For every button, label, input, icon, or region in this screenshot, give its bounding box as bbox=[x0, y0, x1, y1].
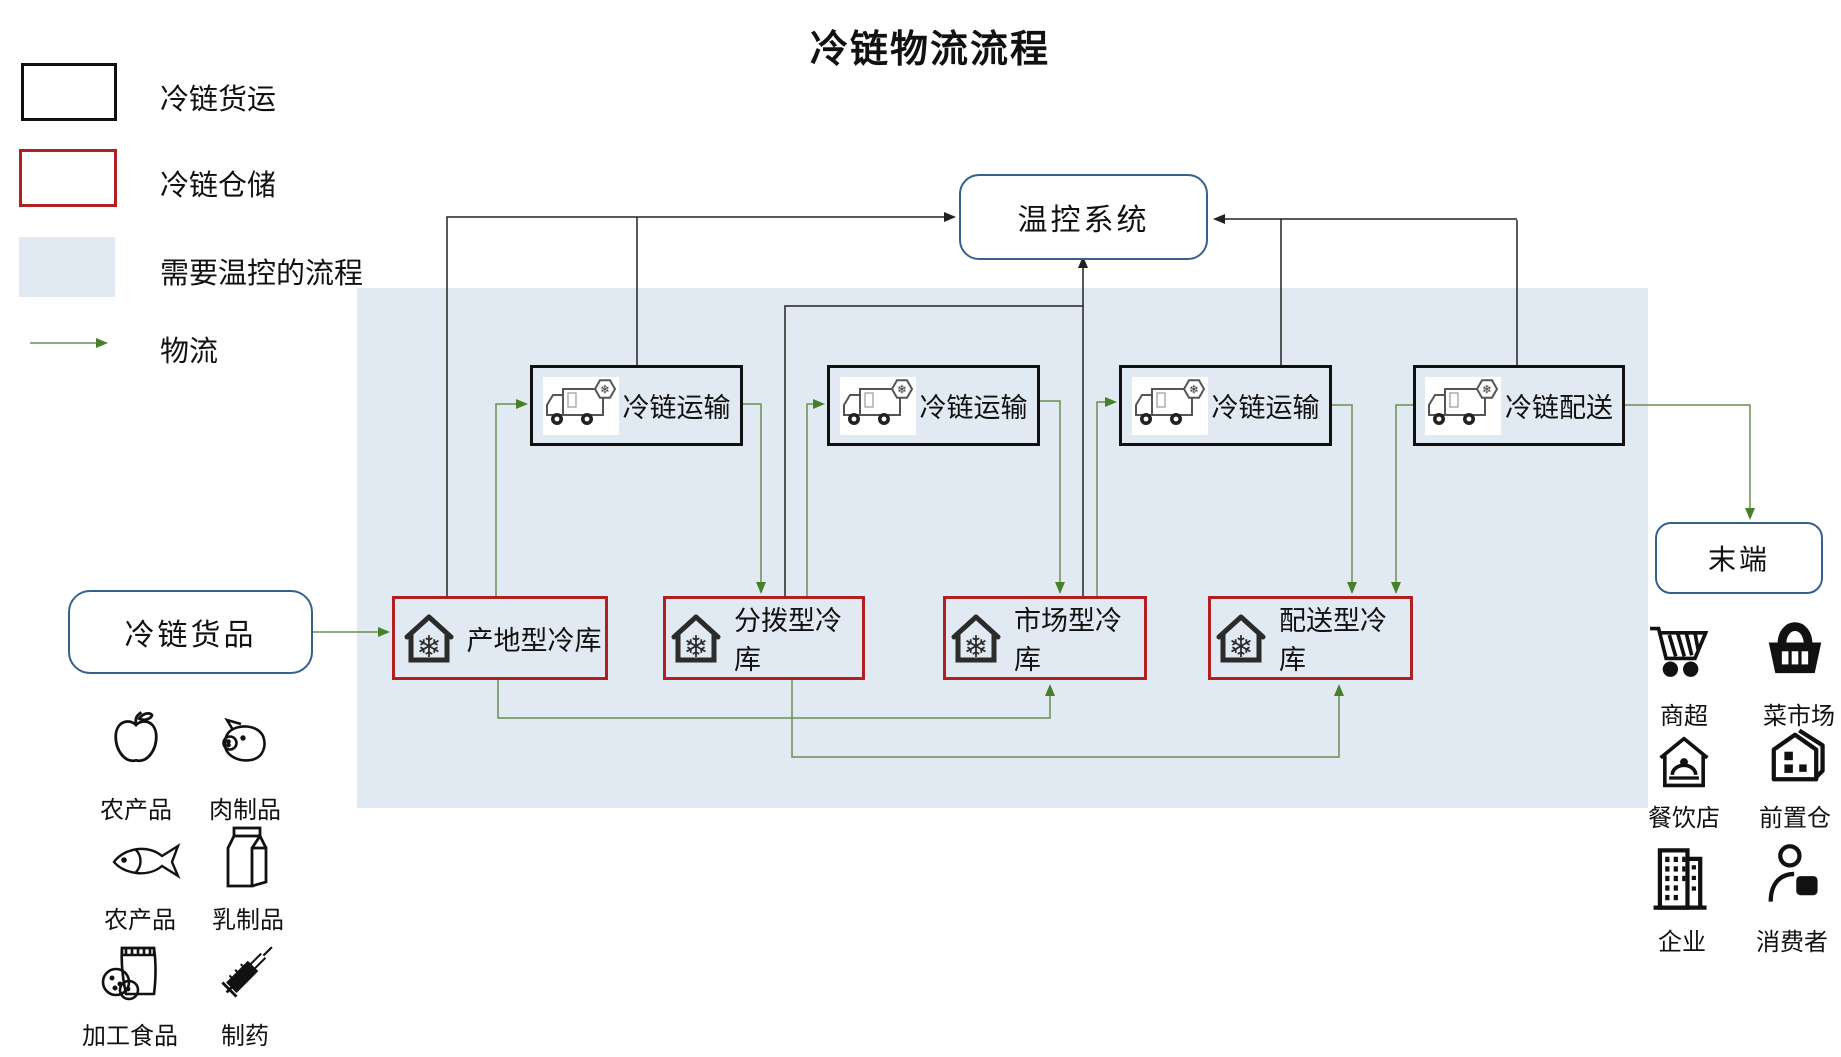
storage-distribution-label: 分拨型冷库 bbox=[734, 606, 842, 675]
terminal-node[interactable]: 末端 bbox=[1655, 522, 1823, 594]
apple-icon bbox=[104, 708, 168, 772]
terminal-item-label: 菜市场 bbox=[1763, 703, 1835, 730]
legend-freight-label: 冷链货运 bbox=[160, 84, 277, 116]
refrigerated-truck-icon: ❄ bbox=[542, 376, 619, 435]
snack-icon bbox=[96, 938, 164, 1006]
delivery-label: 冷链配送 bbox=[1505, 393, 1613, 423]
terminal-label: 末端 bbox=[1707, 544, 1770, 575]
refrigerated-truck-icon: ❄ bbox=[839, 376, 916, 435]
temp-control-system-label: 温控系统 bbox=[1017, 204, 1150, 237]
temp-control-system-node[interactable]: 温控系统 bbox=[959, 174, 1208, 260]
cold-chain-goods-node[interactable]: 冷链货品 bbox=[68, 590, 313, 674]
storage-distribution-node[interactable]: ❄ 分拨型冷库 bbox=[663, 596, 865, 680]
delivery-node[interactable]: ❄ 冷链配送 bbox=[1413, 365, 1625, 446]
svg-text:❄: ❄ bbox=[1228, 631, 1253, 664]
terminal-item-label: 前置仓 bbox=[1759, 805, 1831, 832]
storage-delivery-node[interactable]: ❄ 配送型冷库 bbox=[1208, 596, 1413, 680]
svg-text:❄: ❄ bbox=[683, 631, 708, 664]
refrigerated-truck-icon: ❄ bbox=[1131, 376, 1208, 435]
legend-freight-swatch bbox=[21, 63, 117, 121]
restaurant-icon bbox=[1652, 728, 1716, 794]
svg-text:❄: ❄ bbox=[963, 631, 988, 664]
cart-icon bbox=[1645, 620, 1715, 682]
transport-1-label: 冷链运输 bbox=[622, 393, 731, 423]
transport-3-node[interactable]: ❄ 冷链运输 bbox=[1119, 365, 1332, 446]
storage-market-node[interactable]: ❄ 市场型冷库 bbox=[943, 596, 1147, 680]
product-label: 制药 bbox=[221, 1023, 269, 1050]
transport-1-node[interactable]: ❄ 冷链运输 bbox=[530, 365, 743, 446]
basket-icon bbox=[1760, 614, 1830, 682]
forward-warehouse-icon bbox=[1761, 722, 1829, 792]
storage-delivery-label: 配送型冷库 bbox=[1279, 606, 1387, 675]
terminal-item-label: 企业 bbox=[1658, 929, 1706, 956]
milk-icon bbox=[218, 824, 276, 892]
cold-warehouse-icon: ❄ bbox=[1211, 608, 1271, 668]
refrigerated-truck-icon: ❄ bbox=[1425, 376, 1501, 435]
fish-icon bbox=[106, 832, 186, 888]
product-label: 乳制品 bbox=[212, 907, 284, 934]
svg-text:❄: ❄ bbox=[1482, 382, 1492, 396]
transport-2-node[interactable]: ❄ 冷链运输 bbox=[827, 365, 1040, 446]
legend-storage-swatch bbox=[19, 149, 117, 207]
cold-warehouse-icon: ❄ bbox=[399, 608, 459, 668]
product-label: 农产品 bbox=[100, 797, 172, 824]
legend-temp-zone-label: 需要温控的流程 bbox=[160, 258, 364, 290]
syringe-icon bbox=[213, 938, 277, 1002]
product-label: 加工食品 bbox=[82, 1023, 178, 1050]
legend-storage-label: 冷链仓储 bbox=[160, 170, 277, 202]
product-label: 肉制品 bbox=[209, 797, 281, 824]
cold-chain-goods-label: 冷链货品 bbox=[124, 619, 257, 652]
transport-2-label: 冷链运输 bbox=[919, 393, 1028, 423]
page-title: 冷链物流流程 bbox=[809, 29, 1050, 71]
transport-3-label: 冷链运输 bbox=[1211, 393, 1320, 423]
terminal-item-label: 消费者 bbox=[1756, 929, 1828, 956]
svg-text:❄: ❄ bbox=[416, 631, 441, 664]
terminal-item-label: 餐饮店 bbox=[1648, 805, 1720, 832]
cold-warehouse-icon: ❄ bbox=[666, 608, 726, 668]
svg-text:❄: ❄ bbox=[896, 382, 906, 396]
pig-icon bbox=[213, 710, 273, 774]
storage-market-label: 市场型冷库 bbox=[1014, 606, 1122, 675]
consumer-icon bbox=[1760, 842, 1824, 908]
storage-origin-label: 产地型冷库 bbox=[466, 625, 602, 656]
svg-text:❄: ❄ bbox=[599, 382, 609, 396]
monitoring-lines bbox=[446, 212, 1518, 596]
svg-text:❄: ❄ bbox=[1188, 382, 1198, 396]
storage-origin-node[interactable]: ❄ 产地型冷库 bbox=[392, 596, 608, 680]
legend-logistics-label: 物流 bbox=[160, 336, 219, 368]
cold-warehouse-icon: ❄ bbox=[946, 608, 1006, 668]
legend-temp-zone-swatch bbox=[19, 237, 115, 297]
temperature-controlled-zone bbox=[357, 288, 1648, 808]
product-label: 农产品 bbox=[104, 907, 176, 934]
terminal-item-label: 商超 bbox=[1660, 703, 1708, 730]
building-icon bbox=[1647, 844, 1711, 914]
logistics-flow-lines bbox=[30, 338, 1755, 758]
